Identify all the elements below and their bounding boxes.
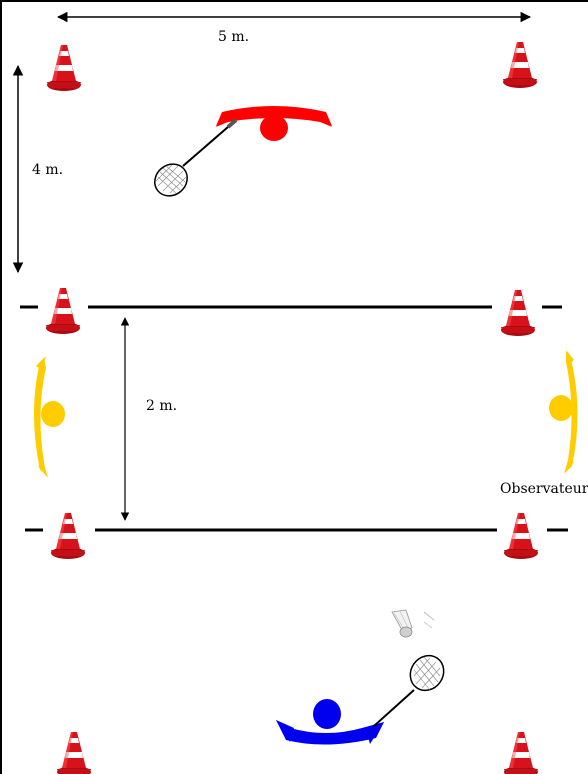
- blue-racket: [373, 654, 445, 727]
- shuttlecock-icon: [391, 609, 435, 638]
- depth-label: 4 m.: [32, 162, 64, 178]
- cone-bottom-left: [57, 730, 91, 774]
- blue-player: [276, 699, 384, 745]
- cone-upper-left: [46, 286, 80, 334]
- cone-lower-left: [51, 511, 85, 559]
- cone-top-right: [503, 40, 537, 88]
- red-player: [216, 106, 332, 141]
- observer-label: Observateur: [500, 481, 588, 497]
- gap-label: 2 m.: [146, 398, 178, 414]
- observer-right: [549, 350, 578, 474]
- cone-top-left: [47, 43, 81, 91]
- cone-upper-right: [501, 288, 535, 336]
- cone-bottom-right: [504, 730, 538, 774]
- observer-left: [34, 356, 65, 478]
- red-racket: [154, 118, 238, 197]
- cone-lower-right: [504, 511, 538, 559]
- width-label: 5 m.: [218, 29, 250, 45]
